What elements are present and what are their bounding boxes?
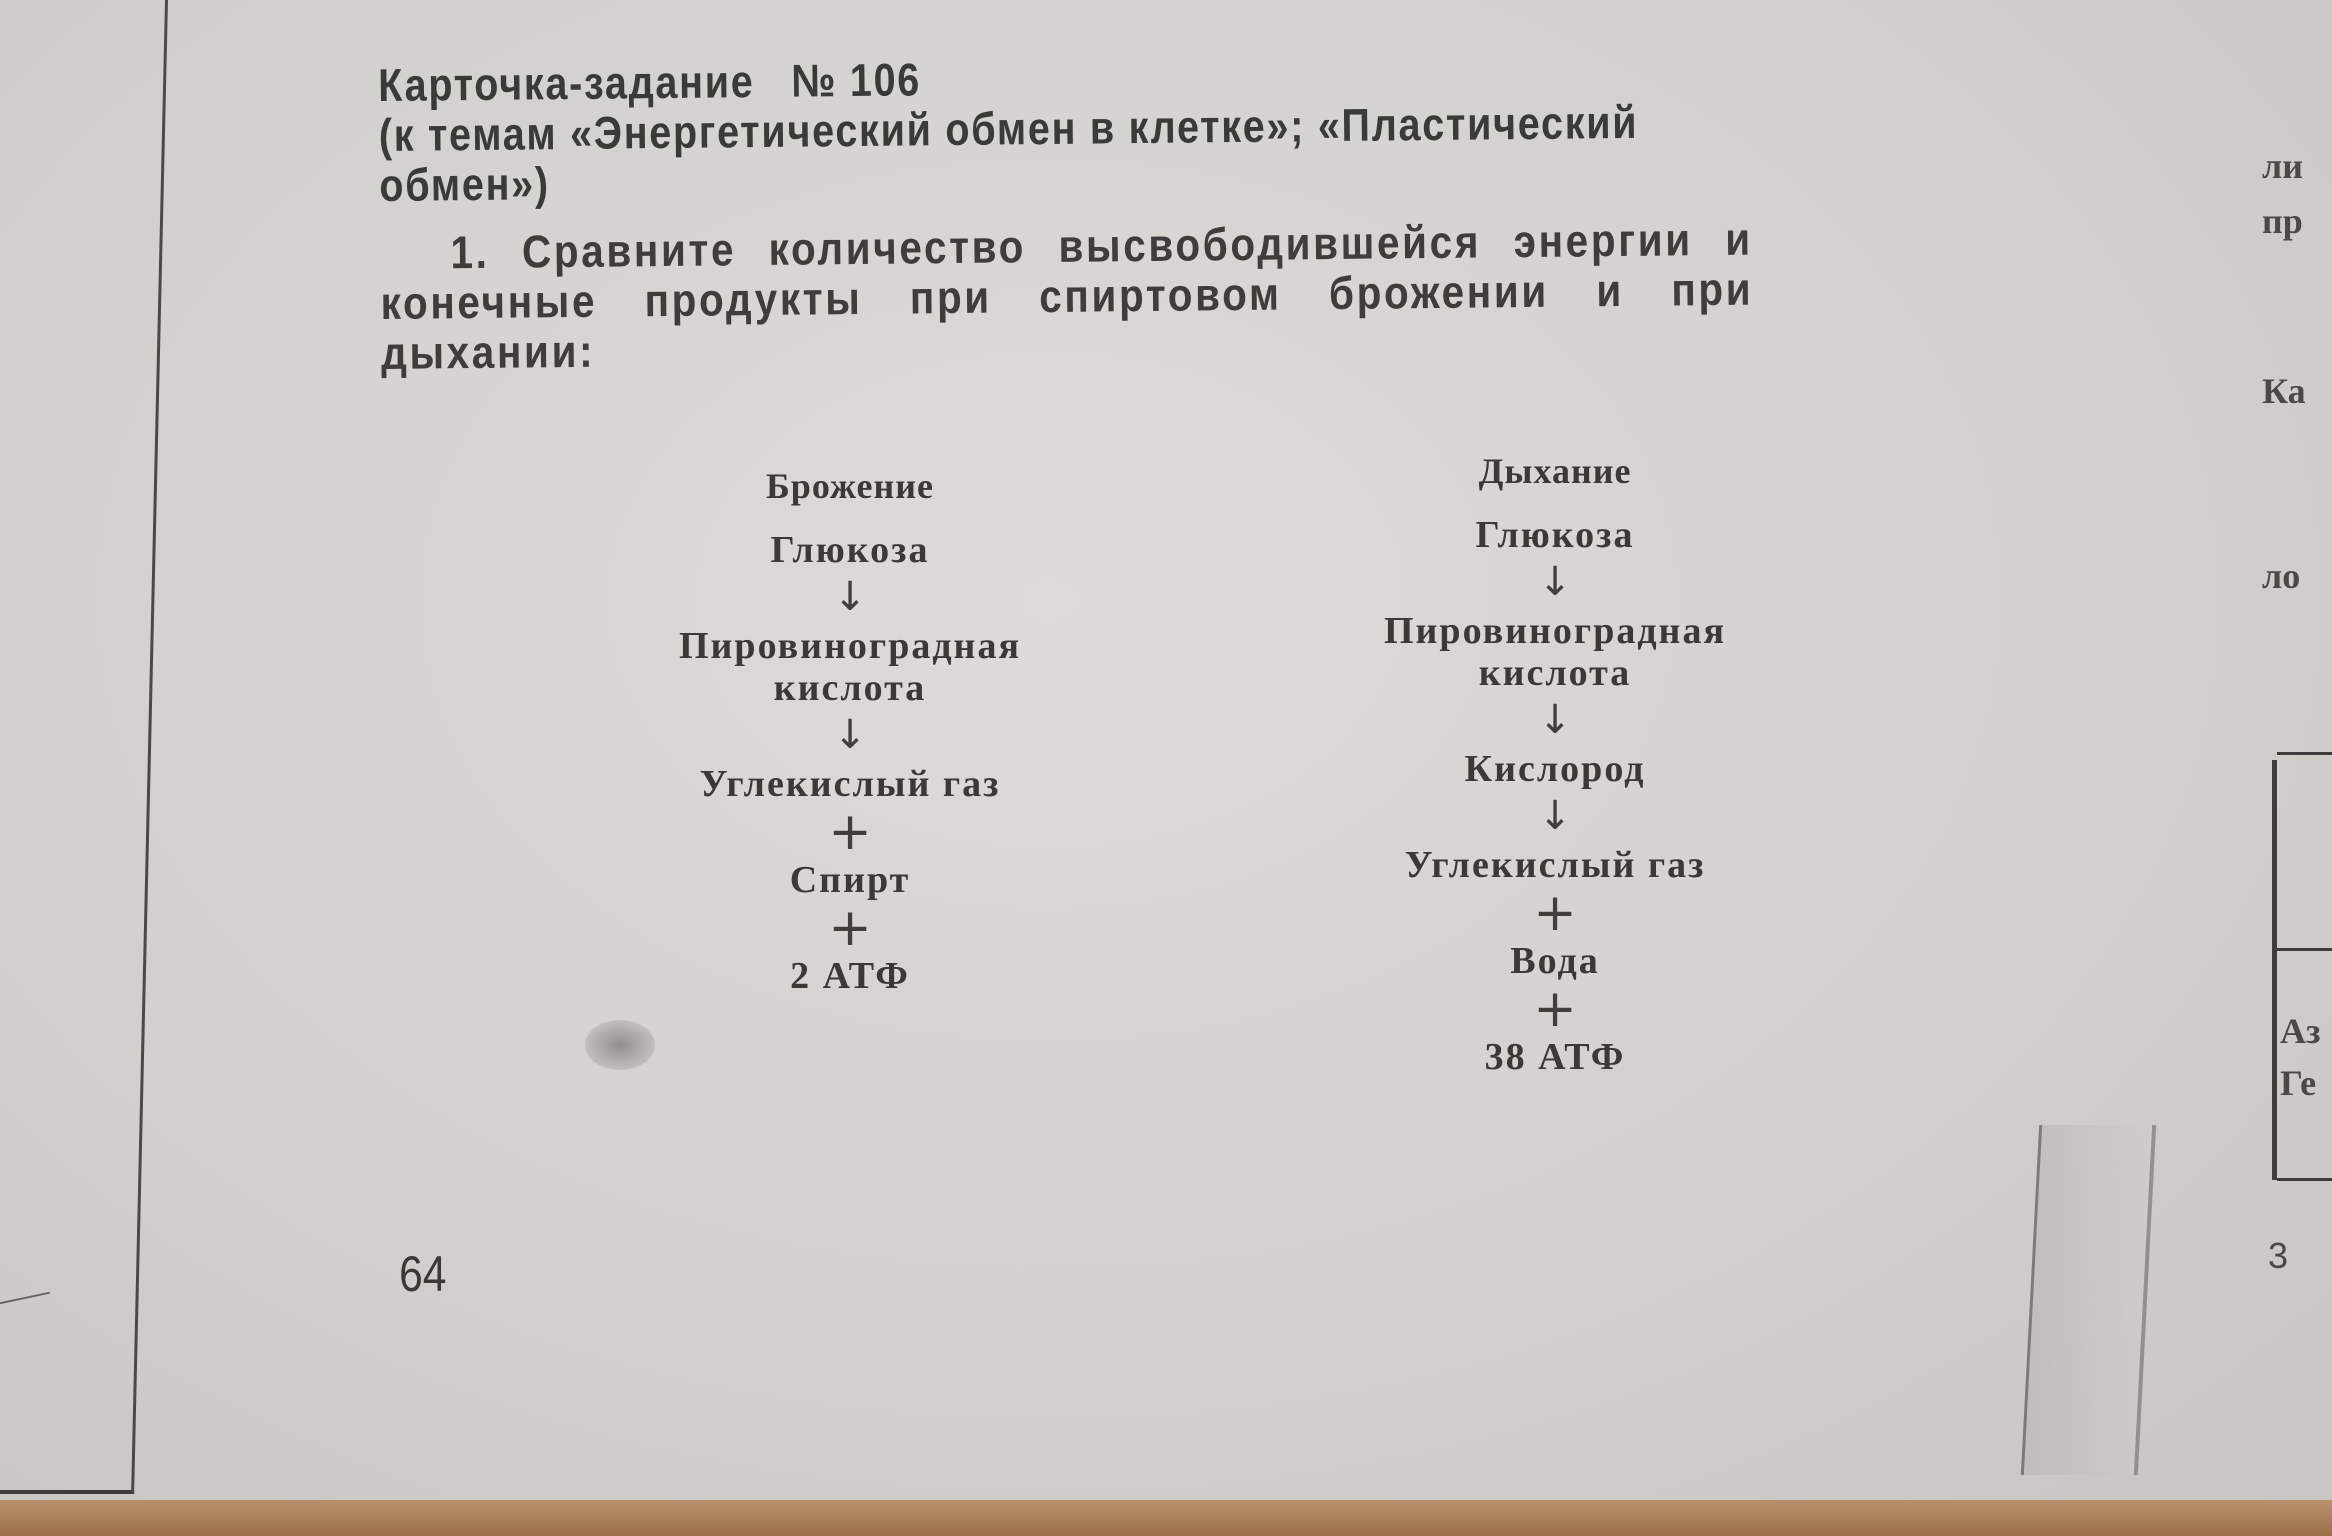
adjacent-text-fragment: Аз bbox=[2280, 1011, 2321, 1051]
arrow-down-icon: ↓ bbox=[833, 712, 867, 758]
fermentation-step-carbon-dioxide: Углекислый газ bbox=[699, 763, 1001, 805]
ink-smudge bbox=[585, 1020, 655, 1070]
fermentation-step-atp: 2 АТФ bbox=[790, 955, 910, 997]
fermentation-step-pyruvic-acid: Пировиноградная кислота bbox=[678, 625, 1021, 709]
table-rule bbox=[2277, 1178, 2332, 1181]
plus-icon: + bbox=[828, 802, 872, 862]
respiration-step-carbon-dioxide: Углекислый газ bbox=[1404, 844, 1706, 886]
page-number: 64 bbox=[399, 1246, 447, 1302]
adjacent-page-fragment: ли пр Ка ло Аз Ге 3 bbox=[2262, 0, 2332, 1500]
respiration-scheme: Дыхание Глюкоза ↓ Пировиноградная кислот… bbox=[1355, 450, 1755, 1078]
respiration-step-oxygen: Кислород bbox=[1464, 748, 1646, 790]
arrow-down-icon: ↓ bbox=[1538, 793, 1572, 839]
fermentation-step-glucose: Глюкоза bbox=[770, 529, 930, 571]
table-edge bbox=[0, 1500, 2332, 1536]
fermentation-title: Брожение bbox=[766, 466, 934, 506]
respiration-step-pyruvic-acid: Пировиноградная кислота bbox=[1383, 610, 1726, 694]
task-card-page: Карточка-задание № 106 (к темам «Энергет… bbox=[377, 43, 2031, 379]
card-heading: Карточка-задание № 106 (к темам «Энергет… bbox=[377, 45, 1798, 211]
adjacent-text-fragment: пр bbox=[2262, 201, 2303, 241]
pencil-mark bbox=[0, 1291, 50, 1311]
respiration-step-glucose: Глюкоза bbox=[1475, 514, 1635, 556]
arrow-down-icon: ↓ bbox=[833, 574, 867, 620]
fermentation-step-alcohol: Спирт bbox=[789, 859, 911, 901]
respiration-step-water: Вода bbox=[1510, 940, 1600, 982]
task-number: 1. bbox=[450, 225, 490, 279]
respiration-step-atp: 38 АТФ bbox=[1484, 1036, 1626, 1078]
respiration-title: Дыхание bbox=[1478, 451, 1632, 491]
plus-icon: + bbox=[1533, 979, 1577, 1039]
paper-crease bbox=[2020, 1125, 2157, 1475]
card-title: Карточка-задание bbox=[377, 55, 755, 111]
adjacent-text-fragment: ло bbox=[2262, 556, 2301, 596]
table-rule bbox=[2277, 948, 2332, 951]
table-rule bbox=[2277, 752, 2332, 755]
adjacent-text-fragment: ли bbox=[2262, 146, 2303, 186]
plus-icon: + bbox=[828, 898, 872, 958]
paper-background bbox=[0, 0, 2332, 1500]
adjacent-text-fragment: Ге bbox=[2280, 1063, 2317, 1103]
adjacent-page-number: 3 bbox=[2268, 1235, 2289, 1276]
task-question: 1. Сравните количество высвободившейся э… bbox=[380, 212, 1754, 379]
fermentation-scheme: Брожение Глюкоза ↓ Пировиноградная кисло… bbox=[650, 465, 1050, 997]
table-rule bbox=[2272, 760, 2277, 1180]
card-number-sign: № bbox=[791, 54, 838, 107]
arrow-down-icon: ↓ bbox=[1538, 559, 1572, 605]
arrow-down-icon: ↓ bbox=[1538, 697, 1572, 743]
plus-icon: + bbox=[1533, 883, 1577, 943]
card-number: 106 bbox=[849, 53, 922, 107]
task-text: Сравните количество высвободившейся энер… bbox=[380, 212, 1754, 379]
adjacent-text-fragment: Ка bbox=[2262, 371, 2306, 411]
